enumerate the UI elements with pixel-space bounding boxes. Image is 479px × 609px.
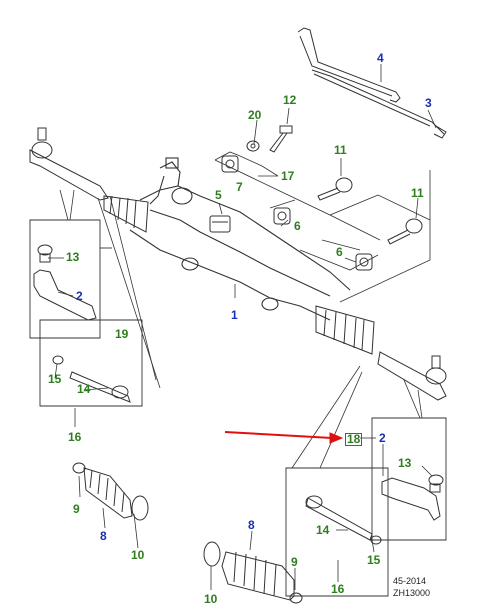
label-part-18: 18: [345, 432, 363, 446]
label-part-16-left: 16: [68, 430, 82, 444]
leader-lines: [48, 64, 437, 590]
detail-box-left-upper: [29, 219, 112, 339]
label-part-14-right: 14: [316, 523, 330, 537]
label-part-10-left: 10: [131, 548, 145, 562]
label-part-11-upper: 11: [334, 143, 347, 157]
left-callout-lines: [59, 189, 161, 389]
clamp-part-10-left: [131, 495, 149, 521]
detail-box-right-lower: [285, 467, 389, 597]
nut-part-9-right: [289, 592, 303, 604]
label-part-13-left: 13: [66, 250, 80, 264]
label-part-15-right: 15: [367, 553, 381, 567]
clamp-part-5: [209, 215, 231, 233]
label-part-20: 20: [248, 108, 262, 122]
label-part-19: 19: [115, 327, 129, 341]
label-part-9-right: 9: [291, 555, 298, 569]
bushing-part-7-upper: [221, 155, 239, 173]
washer-part-20: [246, 140, 260, 152]
footer-code-1: 45-2014: [393, 576, 427, 586]
label-part-4: 4: [377, 51, 384, 65]
label-part-2-left: 2: [76, 289, 83, 303]
label-part-12: 12: [283, 93, 297, 107]
rod-part-4: [297, 27, 401, 103]
label-part-6-lower: 6: [336, 245, 343, 259]
label-part-7: 7: [236, 180, 243, 194]
label-part-1: 1: [231, 308, 238, 322]
boot-part-8-right: [221, 551, 295, 601]
bushing-part-6-lower: [355, 253, 373, 271]
label-part-5: 5: [215, 188, 222, 202]
bushing-bracket-lines: [214, 151, 431, 303]
inner-tie-rod-detail-left: [52, 355, 131, 403]
tie-rod-end-left: [29, 127, 109, 201]
tie-rod-end-right: [377, 351, 447, 401]
bushing-part-6-upper: [273, 207, 291, 225]
label-part-13-right: 13: [398, 456, 412, 470]
label-part-3: 3: [425, 96, 432, 110]
rack-boot-left: [103, 195, 149, 233]
label-part-17: 17: [281, 169, 295, 183]
label-part-15-left: 15: [48, 372, 62, 386]
rack-boot-right: [315, 305, 375, 355]
nut-part-9-left: [72, 462, 86, 474]
footer-code-2: ZH13000: [393, 588, 431, 598]
label-part-10-right: 10: [204, 592, 218, 606]
rod-part-3: [311, 69, 447, 139]
label-part-2-right: 2: [379, 431, 386, 445]
clamp-part-10-right: [203, 541, 221, 567]
right-callout-lines: [291, 365, 423, 469]
label-part-14-left: 14: [77, 382, 91, 396]
label-part-6-upper: 6: [294, 219, 301, 233]
bolt-part-12: [269, 125, 293, 153]
tie-rod-end-detail-left: [33, 244, 97, 321]
bolt-part-11-lower: [387, 218, 423, 245]
boot-part-8-left: [83, 467, 133, 519]
label-part-16-right: 16: [331, 582, 345, 596]
tie-rod-end-detail-right: [381, 474, 444, 521]
detail-box-left-lower: [39, 319, 143, 407]
label-part-8-left: 8: [100, 529, 107, 543]
bolt-part-11-upper: [317, 177, 353, 201]
steering-rack-part-1: [129, 157, 351, 321]
inner-tie-rod-detail-right: [305, 495, 382, 545]
label-part-8-right: 8: [248, 518, 255, 532]
red-arrow: [224, 431, 344, 444]
label-part-11-lower: 11: [411, 186, 424, 200]
label-part-9-left: 9: [73, 502, 80, 516]
detail-box-right-upper: [371, 417, 447, 541]
